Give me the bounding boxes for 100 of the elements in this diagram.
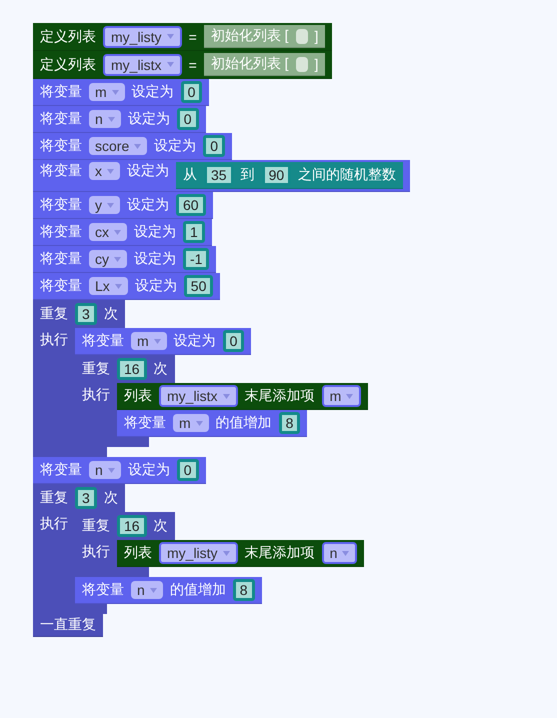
empty-slot (296, 28, 308, 44)
repeat-loop-block (33, 300, 368, 457)
set-variable-block (33, 79, 210, 106)
block-label: 的值增加 (216, 414, 272, 432)
number-field: -1 (183, 248, 210, 270)
block-label: 将变量 (40, 223, 82, 241)
block-label: 将变量 (40, 110, 82, 128)
block-label: 重复 (82, 360, 110, 378)
variable-dropdown: n (89, 461, 121, 479)
block-label: 次 (154, 360, 168, 378)
define-list-block (33, 23, 332, 51)
set-variable-block (33, 106, 206, 133)
block-label: 将变量 (40, 250, 82, 268)
block-label: 到 (240, 166, 255, 184)
block-label: 将变量 (82, 581, 124, 599)
block-label: 末尾添加项 (244, 544, 315, 562)
block-label: 次 (154, 517, 168, 535)
block-label: 定义列表 (40, 28, 96, 46)
set-variable-block (33, 246, 216, 273)
random-integer-block (176, 162, 404, 189)
set-variable-block (75, 328, 252, 355)
block-label: 执行 (40, 331, 68, 347)
variable-dropdown: my_listx (103, 54, 182, 76)
set-variable-block (33, 160, 410, 192)
block-label: 设定为 (134, 223, 176, 241)
block-label: 重复 (82, 517, 110, 535)
block-label: 列表 (124, 387, 152, 405)
block-label: 设定为 (134, 250, 176, 268)
variable-dropdown: cx (89, 223, 127, 241)
block-label: = (188, 28, 197, 44)
block-label: 从 (183, 166, 197, 184)
block-label: = (188, 56, 197, 72)
number-field: 50 (184, 275, 214, 297)
block-label: 将变量 (40, 196, 82, 214)
block-label: 设定为 (154, 137, 196, 155)
block-label: 执行 (82, 543, 110, 559)
number-field: 0 (222, 330, 244, 352)
number-field: 8 (232, 579, 255, 601)
list-init-block (204, 25, 326, 48)
number-field: 35 (204, 164, 234, 186)
list-init-block (204, 53, 326, 76)
block-label: 初始化列表 [ (210, 55, 289, 73)
set-variable-block (33, 192, 213, 219)
block-label: 设定为 (134, 277, 177, 295)
list-append-block (117, 383, 368, 410)
block-label: 初始化列表 [ (210, 27, 289, 45)
number-field: 1 (183, 221, 205, 243)
number-field: 60 (176, 194, 206, 216)
empty-slot (296, 56, 308, 72)
block-label: 设定为 (128, 110, 170, 128)
number-field: 0 (176, 459, 199, 481)
block-label: 将变量 (124, 414, 166, 432)
variable-dropdown: m (322, 385, 362, 407)
block-label: 重复 (40, 489, 68, 507)
variable-dropdown: m (89, 83, 125, 101)
block-label: 设定为 (128, 461, 170, 479)
set-variable-block (33, 133, 232, 160)
variable-dropdown: Lx (89, 277, 128, 295)
number-field: 16 (117, 358, 147, 380)
variable-dropdown: x (89, 162, 120, 180)
increment-variable-block (75, 577, 262, 604)
block-label: 将变量 (40, 277, 82, 295)
block-label: ] (314, 56, 318, 72)
variable-dropdown: y (89, 196, 120, 214)
define-list-block (33, 51, 332, 79)
number-field: 3 (75, 487, 97, 509)
block-label: 将变量 (40, 461, 82, 479)
forever-loop-block (33, 614, 103, 637)
variable-dropdown: cy (89, 250, 127, 268)
variable-dropdown: score (89, 137, 148, 155)
variable-dropdown: m (173, 414, 209, 432)
set-variable-block (33, 273, 220, 300)
block-label: 次 (104, 305, 118, 323)
variable-dropdown: n (322, 542, 358, 564)
set-variable-block (33, 219, 212, 246)
block-label: 执行 (82, 386, 110, 402)
block-label: 设定为 (127, 196, 169, 214)
variable-dropdown: n (131, 581, 163, 599)
block-label: 重复 (40, 305, 68, 323)
variable-dropdown: my_listy (103, 26, 182, 48)
variable-dropdown: my_listy (159, 542, 238, 564)
number-field: 3 (75, 303, 97, 325)
list-append-block (117, 540, 364, 567)
block-label: 将变量 (40, 83, 82, 101)
variable-dropdown: m (131, 332, 167, 350)
block-label: 将变量 (82, 332, 124, 350)
block-label: 一直重复 (40, 616, 96, 634)
variable-dropdown: my_listx (159, 385, 238, 407)
number-field: 90 (262, 164, 292, 186)
number-field: 0 (176, 108, 199, 130)
block-label: 将变量 (40, 137, 82, 155)
block-label: 设定为 (132, 83, 174, 101)
block-label: 设定为 (127, 162, 169, 180)
variable-dropdown: n (89, 110, 121, 128)
increment-variable-block (117, 410, 308, 437)
block-label: 定义列表 (40, 56, 96, 74)
block-label: 的值增加 (170, 581, 226, 599)
block-label: 设定为 (174, 332, 216, 350)
block-label: 将变量 (40, 162, 82, 180)
block-label: 列表 (124, 544, 152, 562)
